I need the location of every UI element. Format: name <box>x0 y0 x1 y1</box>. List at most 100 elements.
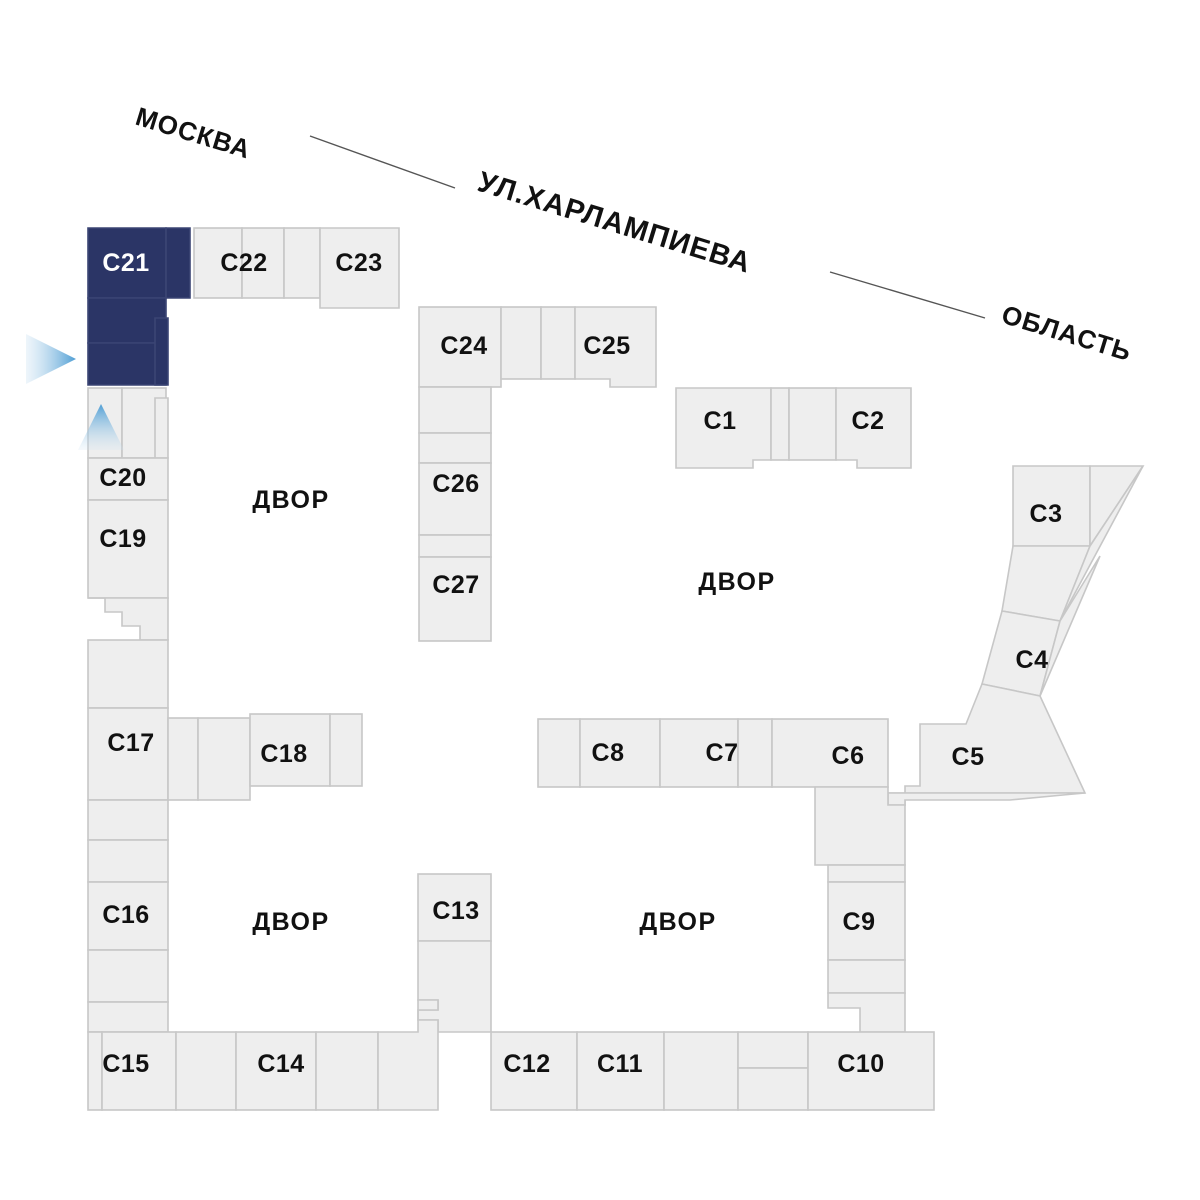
block-label-c27: C27 <box>432 571 479 599</box>
block-label-c7: C7 <box>706 739 739 767</box>
block-c24-east-b[interactable] <box>540 306 576 380</box>
block-c7-east[interactable] <box>737 718 773 788</box>
block-label-c10: C10 <box>837 1050 884 1078</box>
block-c19[interactable] <box>87 499 169 599</box>
block-group-left-column <box>87 387 169 1033</box>
block-c6-stem[interactable] <box>814 786 906 866</box>
block-c13-main[interactable] <box>417 873 492 942</box>
block-c11-main[interactable] <box>576 1031 665 1111</box>
block-group-c1-c2 <box>675 387 912 469</box>
block-c26[interactable] <box>418 462 492 536</box>
block-c18-west-a[interactable] <box>167 717 199 801</box>
direction-label-to: ОБЛАСТЬ <box>998 299 1135 367</box>
block-left-above-c20-c[interactable] <box>154 397 169 459</box>
block-group-top-row <box>87 227 400 386</box>
block-label-c20: C20 <box>99 464 146 492</box>
block-label-c9: C9 <box>843 908 876 936</box>
block-left-mid[interactable] <box>87 639 169 709</box>
block-c21-shape-e[interactable] <box>154 317 169 386</box>
block-c18-main[interactable] <box>249 713 331 787</box>
courtyard-label: ДВОР <box>252 486 329 514</box>
courtyard-label: ДВОР <box>252 908 329 936</box>
block-c27[interactable] <box>418 556 492 642</box>
block-c16[interactable] <box>87 881 169 951</box>
block-bottom-c[interactable] <box>377 999 439 1111</box>
block-label-c13: C13 <box>432 897 479 925</box>
block-left-below-c16-a[interactable] <box>87 949 169 1003</box>
block-group-c9 <box>827 864 906 1033</box>
courtyard-labels: ДВОР ДВОР ДВОР ДВОР <box>252 486 775 936</box>
block-c14-main[interactable] <box>235 1031 317 1111</box>
block-label-c1: C1 <box>704 407 737 435</box>
block-bottom-f[interactable] <box>737 1067 809 1111</box>
block-c23-shape[interactable] <box>319 227 400 309</box>
block-c5-shape[interactable] <box>887 683 1087 806</box>
block-c22-b[interactable] <box>241 227 285 299</box>
block-c4-east-wedge[interactable] <box>1039 555 1101 697</box>
block-bottom-a[interactable] <box>175 1031 237 1111</box>
block-label-c11: C11 <box>597 1050 643 1078</box>
block-label-c4: C4 <box>1016 646 1049 674</box>
block-c9-above-a[interactable] <box>827 864 906 883</box>
block-bottom-d[interactable] <box>663 1031 739 1111</box>
street-name-label: УЛ.ХАРЛАМПИЕВА <box>474 166 755 280</box>
block-c10-main[interactable] <box>807 1031 935 1111</box>
block-c9-below-a[interactable] <box>827 959 906 994</box>
block-c25-shape[interactable] <box>574 306 657 388</box>
block-c9-below-b[interactable] <box>827 992 906 1033</box>
block-c22-a[interactable] <box>193 227 243 299</box>
block-mid-c27-above[interactable] <box>418 534 492 558</box>
block-c17[interactable] <box>87 707 169 801</box>
block-mid-c26-above[interactable] <box>418 386 492 434</box>
block-c12-main[interactable] <box>490 1031 578 1111</box>
street-leader-line-right <box>829 271 986 319</box>
block-c6-main[interactable] <box>771 718 889 788</box>
block-bottom-b[interactable] <box>315 1031 379 1111</box>
block-group-c6-c8 <box>537 718 906 866</box>
block-left-step-notch[interactable] <box>88 597 169 641</box>
block-c5-lower[interactable] <box>887 792 1086 806</box>
entrance-arrow-up-icon <box>78 404 124 450</box>
block-c8-main[interactable] <box>579 718 661 788</box>
block-label-c16: C16 <box>102 901 149 929</box>
block-label-c24: C24 <box>440 332 487 360</box>
block-c3-below-wedge[interactable] <box>1059 465 1144 622</box>
block-label-c23: C23 <box>335 249 382 277</box>
block-c22-c[interactable] <box>283 227 321 299</box>
entrance-arrow-right-icon <box>26 334 76 384</box>
block-c8-west[interactable] <box>537 718 581 788</box>
street-leader-line-left <box>309 135 456 189</box>
block-left-below-c16-b[interactable] <box>87 1001 169 1033</box>
block-group-middle-column <box>418 306 657 642</box>
block-label-c3: C3 <box>1030 500 1063 528</box>
block-label-c17: C17 <box>107 729 154 757</box>
courtyard-label: ДВОР <box>698 568 775 596</box>
block-label-c2: C2 <box>852 407 885 435</box>
block-label-c26: C26 <box>432 470 479 498</box>
block-label-c8: C8 <box>592 739 625 767</box>
block-c1-east-a[interactable] <box>770 387 790 461</box>
block-group-east-wing <box>887 465 1145 806</box>
block-c15-west[interactable] <box>87 1031 103 1111</box>
block-c21-shape-b[interactable] <box>165 227 191 299</box>
block-bottom-e[interactable] <box>737 1031 809 1069</box>
block-group-c18 <box>167 713 363 801</box>
block-label-c22: C22 <box>220 249 267 277</box>
block-left-below-c17-b[interactable] <box>87 839 169 883</box>
block-c2-shape[interactable] <box>835 387 912 469</box>
block-label-c25: C25 <box>583 332 630 360</box>
block-label-c5: C5 <box>952 743 985 771</box>
block-c24-east-a[interactable] <box>500 306 542 380</box>
block-c1-east-b[interactable] <box>788 387 837 461</box>
block-c7-main[interactable] <box>659 718 739 788</box>
block-mid-c26-above-b[interactable] <box>418 432 492 464</box>
block-left-below-c17-a[interactable] <box>87 799 169 841</box>
block-group-bottom-row <box>87 999 935 1111</box>
block-label-c12: C12 <box>503 1050 550 1078</box>
block-label-c18: C18 <box>260 740 307 768</box>
block-c13-stem[interactable] <box>417 940 492 1033</box>
block-c18-east[interactable] <box>329 713 363 787</box>
block-c18-west-b[interactable] <box>197 717 251 801</box>
